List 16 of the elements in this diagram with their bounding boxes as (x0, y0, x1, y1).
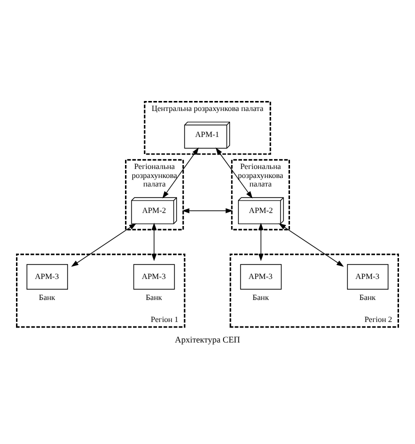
node-box: АРМ-3 (26, 264, 68, 290)
node-label: Банк (252, 292, 269, 302)
arrow (216, 148, 253, 198)
arrow (71, 223, 136, 267)
node-label: Банк (146, 292, 162, 302)
node-label: Банк (38, 292, 56, 302)
node-box: АРМ-3 (240, 264, 282, 290)
arrow (258, 222, 264, 262)
node-box: АРМ-3 (133, 264, 175, 290)
arrow (152, 222, 157, 262)
arrow (278, 223, 344, 267)
node-label: Банк (359, 292, 376, 302)
arrow (182, 208, 233, 214)
caption: Архітектура СЕП (174, 334, 240, 345)
arrow (162, 148, 199, 198)
node-box: АРМ-3 (347, 264, 388, 290)
